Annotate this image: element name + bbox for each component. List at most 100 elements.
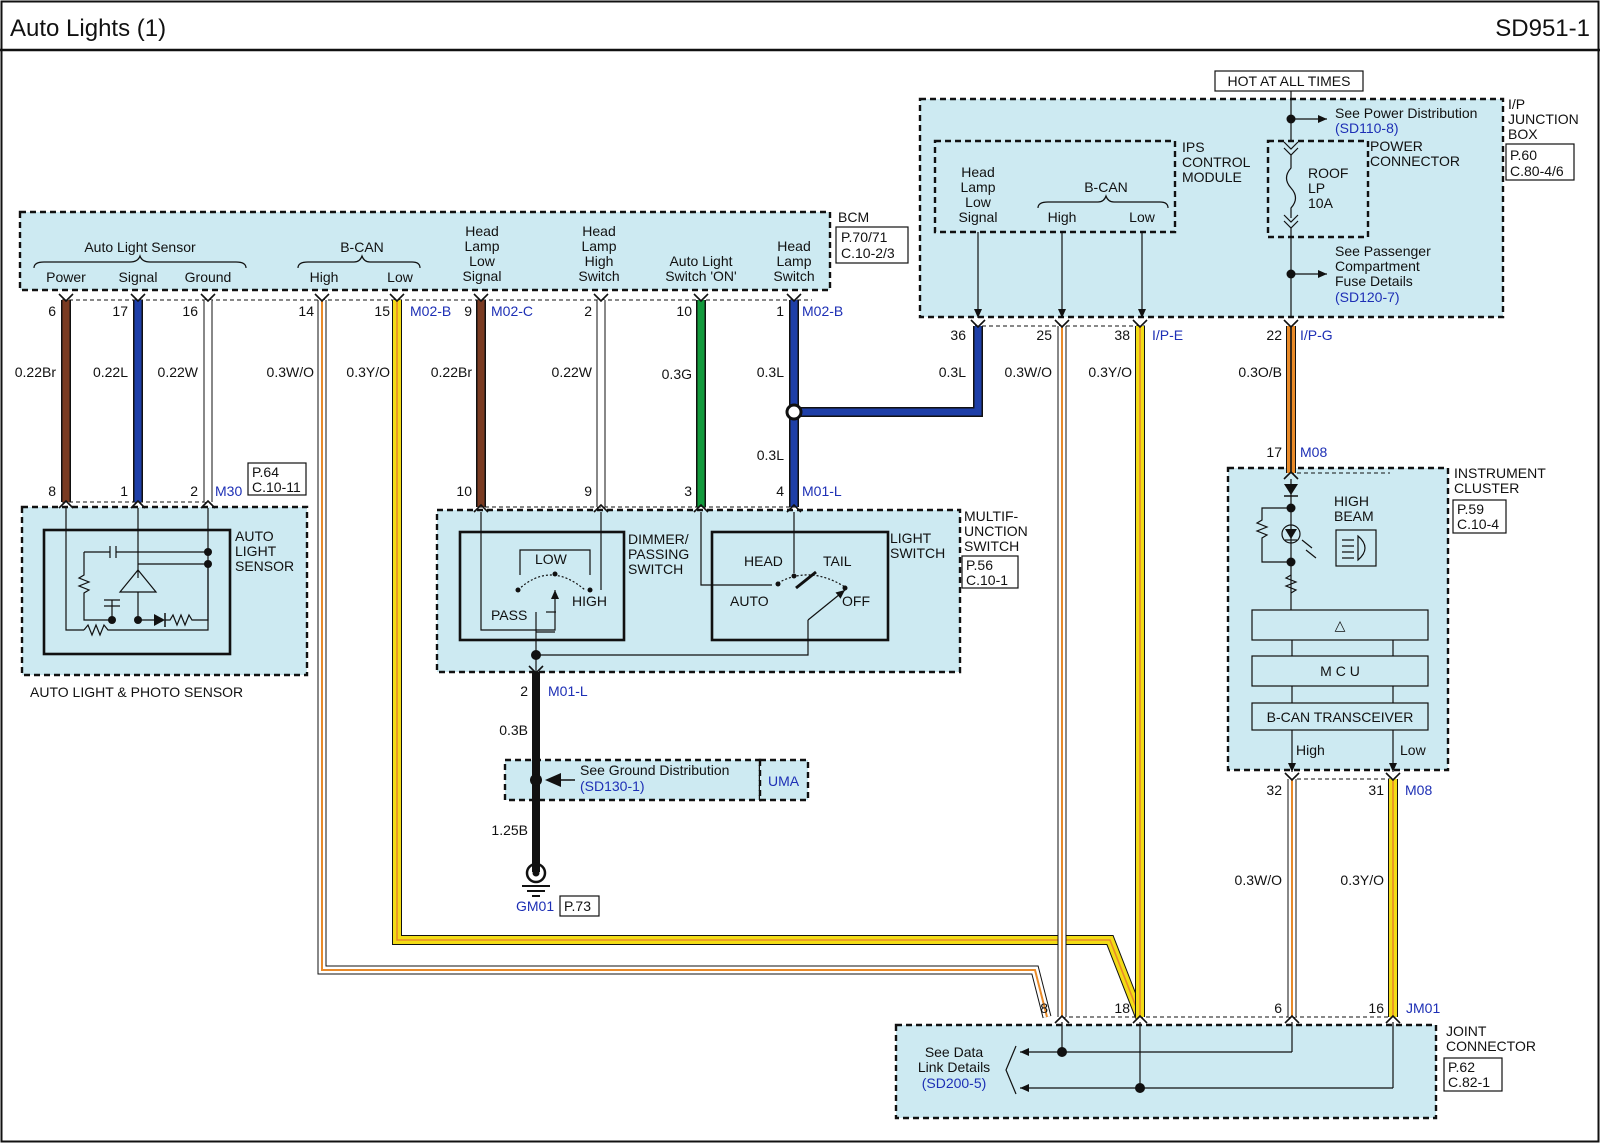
multifunction-switch: 10 9 3 4 M01-L MULTIF- UNCTION SWITCH P.…: [456, 403, 1028, 699]
svg-text:LIGHT: LIGHT: [890, 530, 932, 546]
svg-text:16: 16: [1368, 1000, 1384, 1016]
svg-text:C.10-4: C.10-4: [1457, 516, 1499, 532]
svg-text:B-CAN TRANSCEIVER: B-CAN TRANSCEIVER: [1267, 709, 1414, 725]
svg-text:0.22Br: 0.22Br: [431, 364, 473, 380]
svg-text:See Ground Distribution: See Ground Distribution: [580, 762, 729, 778]
svg-text:See Passenger: See Passenger: [1335, 243, 1431, 259]
svg-text:LIGHT: LIGHT: [235, 543, 277, 559]
svg-text:JOINT: JOINT: [1446, 1023, 1487, 1039]
svg-text:0.3W/O: 0.3W/O: [1235, 872, 1283, 888]
svg-text:SWITCH: SWITCH: [628, 561, 683, 577]
svg-text:PASS: PASS: [491, 607, 527, 623]
auto-light-sensor: 8 1 2 M30 P.64 C.10-11 AUTO LIGHT SENSOR…: [30, 462, 307, 700]
svg-text:SWITCH: SWITCH: [964, 538, 1019, 554]
svg-text:GM01: GM01: [516, 898, 554, 914]
auto-light-sensor-label: Auto Light Sensor: [84, 239, 196, 255]
svg-text:MULTIF-: MULTIF-: [964, 508, 1019, 524]
svg-text:ROOF: ROOF: [1308, 165, 1348, 181]
svg-text:Lamp: Lamp: [960, 179, 995, 195]
svg-text:High: High: [1048, 209, 1077, 225]
svg-text:PASSING: PASSING: [628, 546, 689, 562]
wires: [61, 300, 1398, 1019]
svg-text:8: 8: [48, 483, 56, 499]
svg-text:0.3W/O: 0.3W/O: [1005, 364, 1053, 380]
svg-text:8: 8: [1040, 1000, 1048, 1016]
svg-text:POWER: POWER: [1370, 138, 1423, 154]
svg-text:C.10-11: C.10-11: [252, 479, 301, 495]
svg-text:0.3B: 0.3B: [499, 722, 528, 738]
svg-text:Head: Head: [582, 223, 615, 239]
svg-text:CONNECTOR: CONNECTOR: [1370, 153, 1460, 169]
svg-text:0.3O/B: 0.3O/B: [1238, 364, 1282, 380]
svg-text:LOW: LOW: [535, 551, 568, 567]
svg-text:1: 1: [776, 303, 784, 319]
svg-text:22: 22: [1266, 327, 1282, 343]
svg-text:I/P: I/P: [1508, 96, 1525, 112]
svg-text:Lamp: Lamp: [464, 238, 499, 254]
bcm-ref2: C.10-2/3: [841, 245, 895, 261]
svg-text:0.3Y/O: 0.3Y/O: [346, 364, 390, 380]
svg-text:C.82-1: C.82-1: [1448, 1074, 1490, 1090]
ips-control-module-box: [933, 139, 1177, 234]
svg-text:Head: Head: [777, 238, 810, 254]
bcm-box: [18, 210, 832, 292]
svg-text:High: High: [585, 253, 614, 269]
svg-text:TAIL: TAIL: [823, 553, 852, 569]
svg-text:Switch 'ON': Switch 'ON': [665, 268, 736, 284]
svg-text:High: High: [1296, 742, 1325, 758]
svg-text:16: 16: [182, 303, 198, 319]
svg-text:Head: Head: [961, 164, 994, 180]
sensor-inner-frame: [42, 528, 232, 656]
svg-text:OFF: OFF: [842, 593, 870, 609]
svg-text:UNCTION: UNCTION: [964, 523, 1028, 539]
svg-text:P.64: P.64: [252, 464, 279, 480]
svg-text:SWITCH: SWITCH: [890, 545, 945, 561]
svg-text:2: 2: [520, 683, 528, 699]
svg-text:I/P-G: I/P-G: [1300, 327, 1333, 343]
svg-text:P.56: P.56: [966, 557, 993, 573]
svg-text:(SD120-7): (SD120-7): [1335, 289, 1400, 305]
svg-text:0.22W: 0.22W: [158, 364, 199, 380]
multifunction-switch-box: [435, 508, 962, 674]
svg-text:0.3Y/O: 0.3Y/O: [1088, 364, 1132, 380]
svg-text:M02-C: M02-C: [491, 303, 533, 319]
svg-text:M08: M08: [1300, 444, 1327, 460]
dimmer-switch-frame: [458, 530, 626, 642]
bcm-high-label: High: [310, 269, 339, 285]
svg-text:C.80-4/6: C.80-4/6: [1510, 163, 1564, 179]
svg-text:M C U: M C U: [1320, 663, 1360, 679]
svg-text:△: △: [1335, 617, 1346, 633]
svg-text:0.3G: 0.3G: [662, 366, 692, 382]
svg-text:Link Details: Link Details: [918, 1059, 990, 1075]
power-label: Power: [46, 269, 86, 285]
svg-text:1.25B: 1.25B: [491, 822, 528, 838]
svg-text:CLUSTER: CLUSTER: [1454, 480, 1519, 496]
hot-at-all-times: HOT AT ALL TIMES: [1228, 73, 1351, 89]
wire-labels-left: 0.22Br 0.22L 0.22W 0.3W/O 0.3Y/O 0.22Br …: [15, 364, 784, 463]
svg-text:See Power Distribution: See Power Distribution: [1335, 105, 1477, 121]
svg-text:14: 14: [298, 303, 314, 319]
svg-text:17: 17: [112, 303, 128, 319]
svg-text:Low: Low: [469, 253, 496, 269]
svg-text:Lamp: Lamp: [581, 238, 616, 254]
svg-text:Lamp: Lamp: [776, 253, 811, 269]
svg-text:MODULE: MODULE: [1182, 169, 1242, 185]
joint-connector-box: [894, 1023, 1438, 1120]
svg-text:0.3L: 0.3L: [939, 364, 966, 380]
svg-text:LP: LP: [1308, 180, 1325, 196]
svg-text:B-CAN: B-CAN: [1084, 179, 1128, 195]
svg-text:UMA: UMA: [768, 773, 800, 789]
svg-text:(SD200-5): (SD200-5): [922, 1075, 987, 1091]
svg-text:Low: Low: [1400, 742, 1427, 758]
svg-text:M01-L: M01-L: [802, 483, 842, 499]
svg-text:36: 36: [950, 327, 966, 343]
svg-text:3: 3: [684, 483, 692, 499]
svg-text:25: 25: [1036, 327, 1052, 343]
svg-text:Auto Light: Auto Light: [669, 253, 732, 269]
svg-text:Signal: Signal: [463, 268, 502, 284]
svg-text:M30: M30: [215, 483, 242, 499]
ip-junction-box-content: HOT AT ALL TIMES I/P JUNCTION BOX P.60 C…: [950, 70, 1579, 343]
svg-text:INSTRUMENT: INSTRUMENT: [1454, 465, 1546, 481]
svg-text:0.3L: 0.3L: [757, 447, 784, 463]
